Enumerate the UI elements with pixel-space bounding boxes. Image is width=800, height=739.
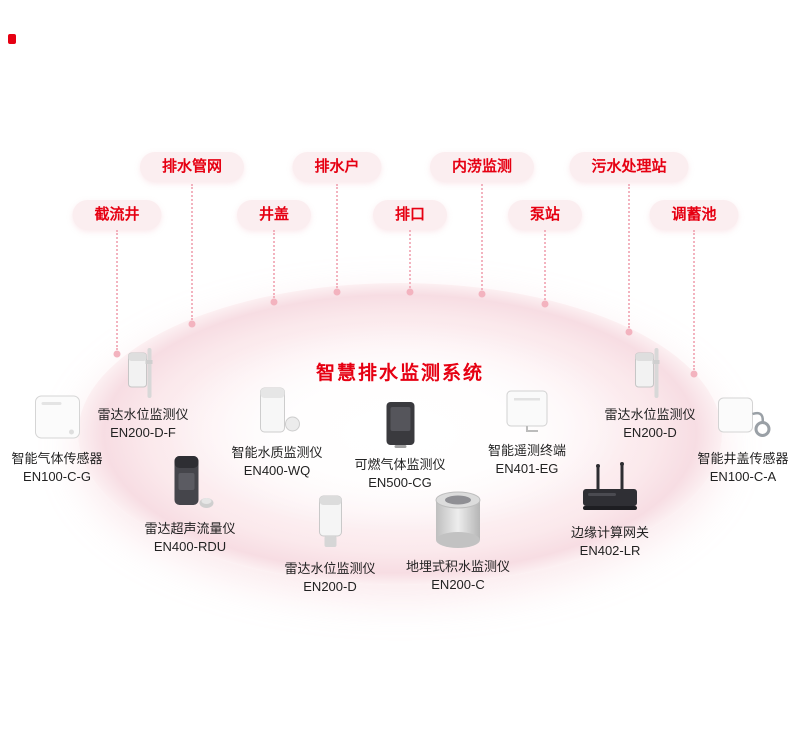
- connector-line: [336, 184, 338, 288]
- device-telemetry-terminal: 智能遥测终端 EN401-EG: [488, 388, 566, 478]
- device-model: EN200-D-F: [110, 425, 176, 440]
- device-name: 智能水质监测仪: [231, 445, 323, 460]
- connector-line: [628, 184, 630, 328]
- connector-dot: [690, 370, 698, 378]
- category-pill-label: 井盖: [258, 206, 290, 223]
- radar-level-monitor-icon: [97, 346, 188, 398]
- combustible-gas-monitor-icon: [354, 398, 445, 448]
- connector-dot: [478, 290, 486, 298]
- device-edge-gateway: 边缘计算网关 EN402-LR: [571, 462, 649, 560]
- device-radar-level-monitor-f: 雷达水位监测仪 EN200-D-F: [97, 346, 189, 442]
- device-model: EN402-LR: [579, 543, 641, 558]
- connector-line: [481, 184, 483, 290]
- device-radar-level-monitor-bottom: 雷达水位监测仪 EN200-D: [284, 492, 376, 596]
- device-name: 地埋式积水监测仪: [405, 559, 511, 574]
- category-pill-waterlogging: 内涝监测: [429, 152, 535, 182]
- edge-gateway-icon: [571, 462, 649, 516]
- category-pill-outfall: 排口: [372, 200, 448, 230]
- manhole-cover-sensor-icon: [697, 392, 788, 442]
- category-pill-label: 调蓄池: [671, 206, 717, 223]
- device-name: 可燃气体监测仪: [354, 457, 446, 472]
- category-pill-drainage-user: 排水户: [292, 152, 382, 182]
- device-name: 智能气体传感器: [11, 451, 103, 466]
- category-pill-label: 内涝监测: [451, 158, 513, 175]
- radar-level-monitor-icon: [284, 492, 375, 552]
- connector-dot: [270, 298, 278, 306]
- device-water-quality-monitor: 智能水质监测仪 EN400-WQ: [231, 384, 323, 480]
- connector-dot: [625, 328, 633, 336]
- connector-dot: [113, 350, 121, 358]
- buried-water-monitor-icon: [406, 488, 510, 550]
- device-buried-water-monitor: 地埋式积水监测仪 EN200-C: [406, 488, 510, 594]
- category-pill-pump-station: 泵站: [507, 200, 583, 230]
- telemetry-terminal-icon: [488, 388, 566, 434]
- category-pill-label: 排口: [394, 206, 426, 223]
- device-model: EN200-D: [623, 425, 677, 440]
- category-pill-storage-tank: 调蓄池: [649, 200, 739, 230]
- system-title: 智慧排水监测系统: [315, 363, 485, 384]
- category-pill-label: 污水处理站: [591, 158, 667, 175]
- water-quality-monitor-icon: [231, 384, 322, 436]
- connector-line: [116, 230, 118, 350]
- device-name: 智能遥测终端: [487, 443, 567, 458]
- device-model: EN401-EG: [495, 461, 559, 476]
- connector-dot: [406, 288, 414, 296]
- category-pill-sewage-plant: 污水处理站: [569, 152, 689, 182]
- category-pill-label: 泵站: [529, 206, 561, 223]
- device-name: 雷达水位监测仪: [604, 407, 696, 422]
- connector-line: [191, 184, 193, 320]
- device-combustible-gas-monitor: 可燃气体监测仪 EN500-CG: [354, 398, 446, 492]
- category-pill-drainage-network: 排水管网: [139, 152, 245, 182]
- category-pill-label: 截流井: [94, 206, 140, 223]
- device-model: EN100-C-A: [709, 469, 777, 484]
- connector-dot: [188, 320, 196, 328]
- category-pill-label: 排水管网: [161, 158, 223, 175]
- device-gas-sensor: 智能气体传感器 EN100-C-G: [11, 392, 103, 486]
- device-manhole-cover-sensor: 智能井盖传感器 EN100-C-A: [697, 392, 789, 486]
- gas-sensor-icon: [11, 392, 102, 442]
- radar-level-monitor-icon: [604, 346, 695, 398]
- corner-logo-mark: [8, 34, 16, 44]
- connector-line: [544, 230, 546, 300]
- device-model: EN100-C-G: [23, 469, 91, 484]
- device-name: 雷达水位监测仪: [284, 561, 376, 576]
- device-model: EN400-RDU: [153, 539, 227, 554]
- device-name: 雷达超声流量仪: [144, 521, 236, 536]
- connector-line: [693, 230, 695, 370]
- device-name: 雷达水位监测仪: [97, 407, 189, 422]
- device-model: EN500-CG: [368, 475, 432, 490]
- device-model: EN400-WQ: [243, 463, 311, 478]
- device-model: EN200-D: [303, 579, 357, 594]
- device-model: EN200-C: [431, 577, 485, 592]
- device-radar-level-monitor-right: 雷达水位监测仪 EN200-D: [604, 346, 696, 442]
- connector-dot: [541, 300, 549, 308]
- device-radar-ultrasonic-flowmeter: 雷达超声流量仪 EN400-RDU: [144, 452, 236, 556]
- category-pill-label: 排水户: [314, 158, 360, 175]
- connector-line: [273, 230, 275, 298]
- category-pill-interception-well: 截流井: [72, 200, 162, 230]
- device-name: 边缘计算网关: [570, 525, 650, 540]
- connector-dot: [333, 288, 341, 296]
- device-name: 智能井盖传感器: [697, 451, 789, 466]
- category-pill-manhole-cover: 井盖: [236, 200, 312, 230]
- connector-line: [409, 230, 411, 288]
- radar-ultrasonic-flowmeter-icon: [144, 452, 235, 512]
